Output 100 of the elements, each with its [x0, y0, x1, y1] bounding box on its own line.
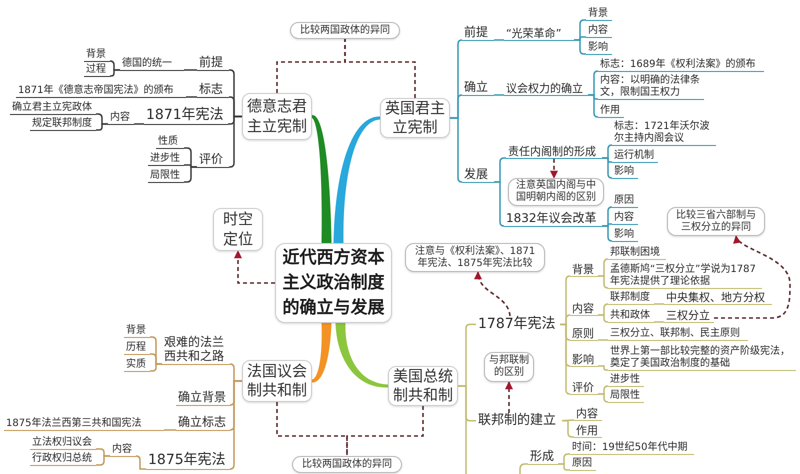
branch-topic: 局限性 [148, 170, 184, 183]
branch-topic: 内容 [570, 302, 598, 316]
branch-line [654, 321, 664, 323]
note-box: 比较两国政体的异同 [292, 456, 402, 473]
branch-topic: 1871年《德意志帝国宪法》的颁布 [16, 84, 186, 98]
branch-topic: 确立标志 [176, 415, 230, 431]
branch-topic: 原因 [612, 194, 638, 208]
note-box: 与邦联制的区别 [484, 352, 534, 382]
branch-topic: 行政权归总统 [30, 452, 96, 466]
branch-topic: 内容 [586, 24, 612, 38]
branch-topic: 背景 [84, 48, 110, 62]
branch-topic: 联邦制的建立 [476, 413, 562, 429]
branch-line [135, 455, 146, 470]
branch-line [134, 123, 144, 125]
topic-box: 英国君主立宪制 [380, 98, 450, 138]
branch-topic: 时间：19世纪50年代中期 [570, 442, 694, 455]
branch-topic: 内容：以明确的法律条文，限制国王权力 [598, 74, 704, 100]
branch-topic: 背景 [570, 262, 598, 277]
branch-topic: 进步性 [148, 152, 184, 166]
dashed-arrow [550, 158, 558, 179]
branch-line [494, 181, 505, 227]
branch-line [184, 69, 197, 71]
branch-topic: 责任内阁制的形成 [506, 144, 602, 159]
branch-topic: 议会权力的确立 [504, 82, 588, 96]
branch-topic: 作用 [574, 424, 602, 438]
branch-line [598, 275, 609, 289]
branch-topic: 进步性 [608, 374, 644, 387]
dashed-connector [344, 39, 416, 98]
dashed-connector [276, 402, 348, 456]
branch-topic: 确立 [462, 80, 494, 96]
branch-topic: 联邦制度 [608, 292, 654, 305]
branch-topic: 内容 [108, 112, 134, 125]
main-branch-curve [334, 116, 380, 243]
branch-line [450, 117, 463, 183]
main-branch-curve [312, 323, 332, 382]
branch-line [184, 166, 197, 183]
note-box: 比较两国政体的异同 [290, 22, 400, 39]
branch-line [654, 303, 664, 305]
branch-topic: 1875年法兰西第三共和国宪法 [4, 418, 164, 431]
main-branch-curve [312, 115, 332, 243]
branch-topic: 前提 [462, 25, 494, 41]
main-branch-curve [336, 323, 388, 388]
branch-line [560, 324, 571, 395]
central-topic-box: 近代西方资本主义政治制度的确立与发展 [275, 243, 392, 323]
branch-topic: 确立君主立宪政体 [10, 102, 96, 115]
note-box: 注意与《权利法案》、1871年宪法、1875年宪法比较 [405, 243, 545, 272]
branch-topic: 作用 [598, 104, 624, 118]
branch-line [574, 39, 586, 55]
branch-line [164, 429, 176, 431]
branch-line [110, 69, 120, 77]
branch-line [602, 225, 613, 242]
dashed-arrow [714, 235, 791, 319]
branch-topic: 内容 [612, 212, 638, 225]
branch-line [494, 94, 504, 96]
topic-box: 德意志君主立宪制 [242, 93, 312, 140]
branch-topic: 三权分立、联邦制、民主原则 [608, 328, 748, 341]
branch-line [519, 463, 528, 474]
branch-line [458, 385, 467, 474]
branch-topic: 1832年议会改革 [504, 211, 602, 227]
branch-topic: 标志 [197, 82, 229, 98]
dashed-arrow [505, 381, 513, 413]
branch-line [558, 463, 570, 471]
branch-topic: 原因 [570, 458, 596, 471]
note-box: 比较三省六部制与三权分立的异同 [667, 207, 765, 236]
branch-topic: 过程 [84, 64, 110, 77]
topic-box: 美国总统制共和制 [388, 366, 458, 406]
branch-topic: 标志：1689年《权利法案》的颁布 [598, 58, 764, 72]
branch-line [588, 94, 599, 118]
branch-topic: 历程 [124, 342, 150, 355]
note-box: 注意英国内阁与中国明朝内阁的区别 [508, 178, 604, 206]
branch-topic: 评价 [570, 380, 598, 395]
dashed-connector [346, 406, 424, 456]
branch-topic: 内容 [574, 406, 602, 421]
branch-topic: 性质 [156, 136, 184, 149]
branch-topic: 局限性 [608, 390, 644, 403]
branch-line [96, 455, 110, 466]
branch-line [229, 380, 242, 470]
branch-topic: 1871年宪法 [144, 106, 228, 125]
branch-topic: 规定联邦制度 [30, 118, 96, 131]
dashed-arrow [234, 250, 275, 284]
branch-line [494, 39, 504, 41]
branch-line [186, 96, 197, 98]
branch-topic: 确立背景 [176, 390, 230, 406]
branch-line [598, 314, 608, 323]
branch-topic: 原则 [570, 326, 598, 341]
branch-topic: 实质 [124, 358, 150, 372]
branch-topic: 运行机制 [612, 150, 658, 163]
branch-topic: 背景 [124, 324, 150, 338]
branch-topic: 邦联制困境 [608, 246, 666, 260]
branch-line [96, 123, 108, 131]
branch-topic: 孟德斯鸠“三权分立”学说为1787年宪法提供了理论依据 [608, 264, 762, 289]
branch-topic: 形成 [528, 449, 558, 465]
branch-topic: 中央集权、地方分权 [664, 290, 772, 305]
branch-topic: 世界上第一部比较完整的资产阶级宪法，奠定了美国政治制度的基础 [608, 346, 796, 371]
branch-line [602, 157, 613, 179]
branch-topic: 内容 [110, 444, 136, 457]
topic-box: 法国议会制共和制 [242, 360, 312, 402]
branch-topic: 1875年宪法 [146, 452, 230, 470]
branch-topic: 发展 [462, 167, 494, 183]
branch-topic: 评价 [197, 152, 229, 168]
